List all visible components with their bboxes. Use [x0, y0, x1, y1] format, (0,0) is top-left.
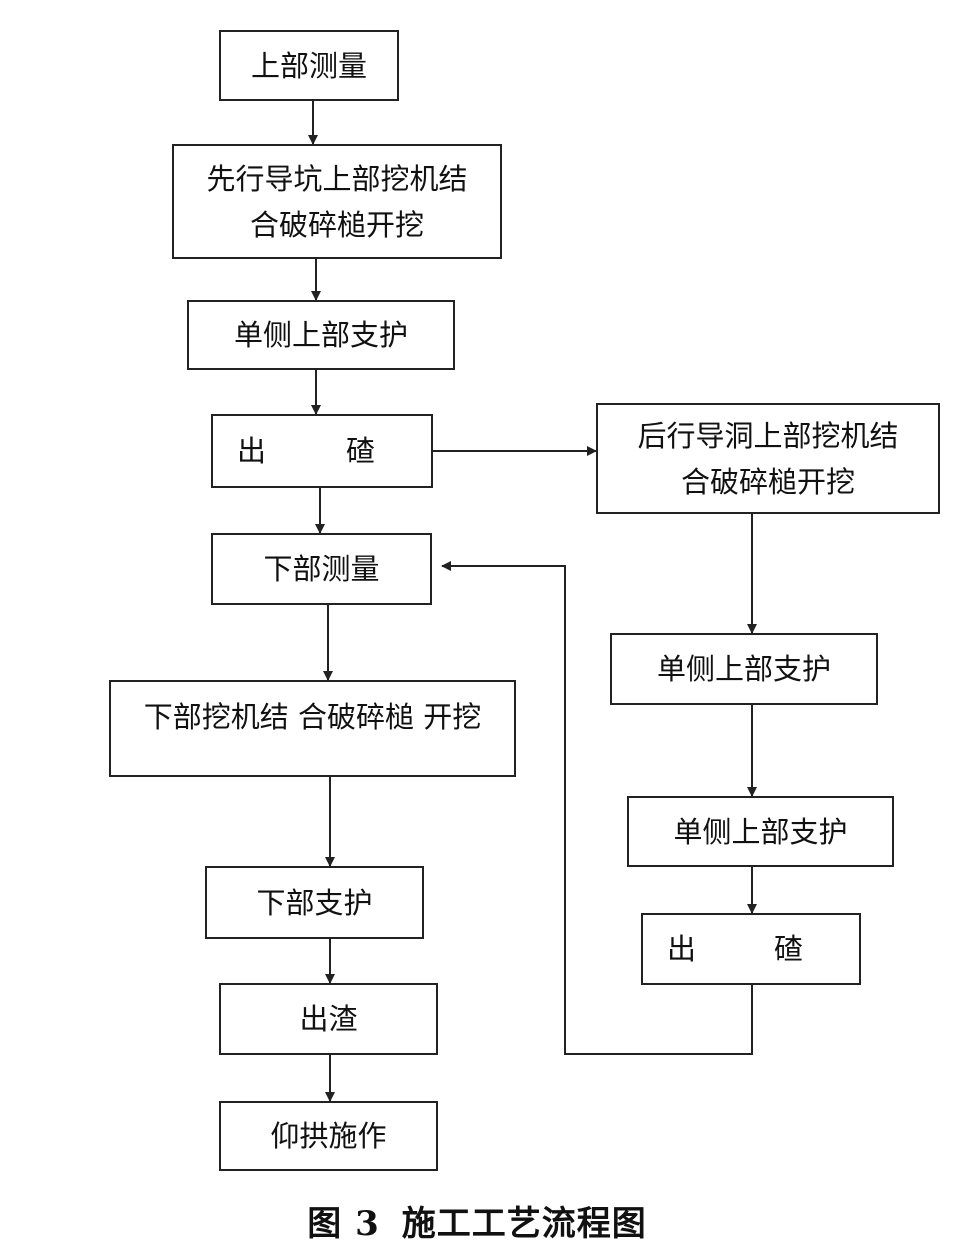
step-label: 下部挖机结 合破碎槌 开挖	[143, 700, 482, 734]
step-label: 下部测量	[263, 552, 380, 586]
figure-number: 图 3	[307, 1204, 380, 1244]
step-label: 仰拱施作	[270, 1119, 387, 1153]
step-single-side-support-left: 单侧上部支护	[187, 300, 455, 370]
step-label: 上部测量	[250, 48, 367, 83]
step-muck-out: 出渣	[219, 983, 438, 1055]
step-label: 单侧上部支护	[673, 814, 848, 849]
step-invert-construction: 仰拱施作	[219, 1101, 438, 1171]
step-label-part-2: 碴	[773, 932, 803, 966]
step-label: 出渣	[299, 1002, 358, 1036]
step-lower-support: 下部支护	[205, 866, 424, 939]
figure-caption: 图 3 施工工艺流程图	[0, 1196, 954, 1245]
step-label-line-1: 后行导洞上部挖机结	[637, 418, 899, 453]
step-upper-survey: 上部测量	[219, 30, 399, 101]
step-label-line-1: 先行导坑上部挖机结	[206, 161, 468, 196]
step-single-side-support-right-2: 单侧上部支护	[627, 796, 894, 867]
step-trailing-pilot-excavation: 后行导洞上部挖机结 合破碎槌开挖	[596, 403, 940, 514]
step-label-line-2: 合破碎槌开挖	[680, 464, 855, 499]
step-single-side-support-right-1: 单侧上部支护	[610, 633, 878, 705]
step-leading-pilot-excavation: 先行导坑上部挖机结 合破碎槌开挖	[172, 144, 502, 259]
arrow-return-to-lower-survey	[441, 561, 753, 1055]
step-label-part-1: 出	[237, 434, 267, 468]
step-label-line-2: 合破碎槌开挖	[249, 207, 424, 242]
step-muck-left: 出 碴	[211, 414, 433, 488]
step-label: 单侧上部支护	[233, 318, 408, 352]
figure-title: 施工工艺流程图	[401, 1204, 647, 1244]
step-muck-right: 出 碴	[641, 913, 861, 985]
step-label-part-2: 碴	[345, 434, 375, 468]
step-label-part-1: 出	[667, 932, 697, 966]
step-lower-survey: 下部测量	[211, 533, 432, 605]
step-lower-excavation: 下部挖机结 合破碎槌 开挖	[109, 680, 516, 777]
step-label: 下部支护	[256, 885, 373, 920]
step-label: 单侧上部支护	[656, 652, 831, 686]
